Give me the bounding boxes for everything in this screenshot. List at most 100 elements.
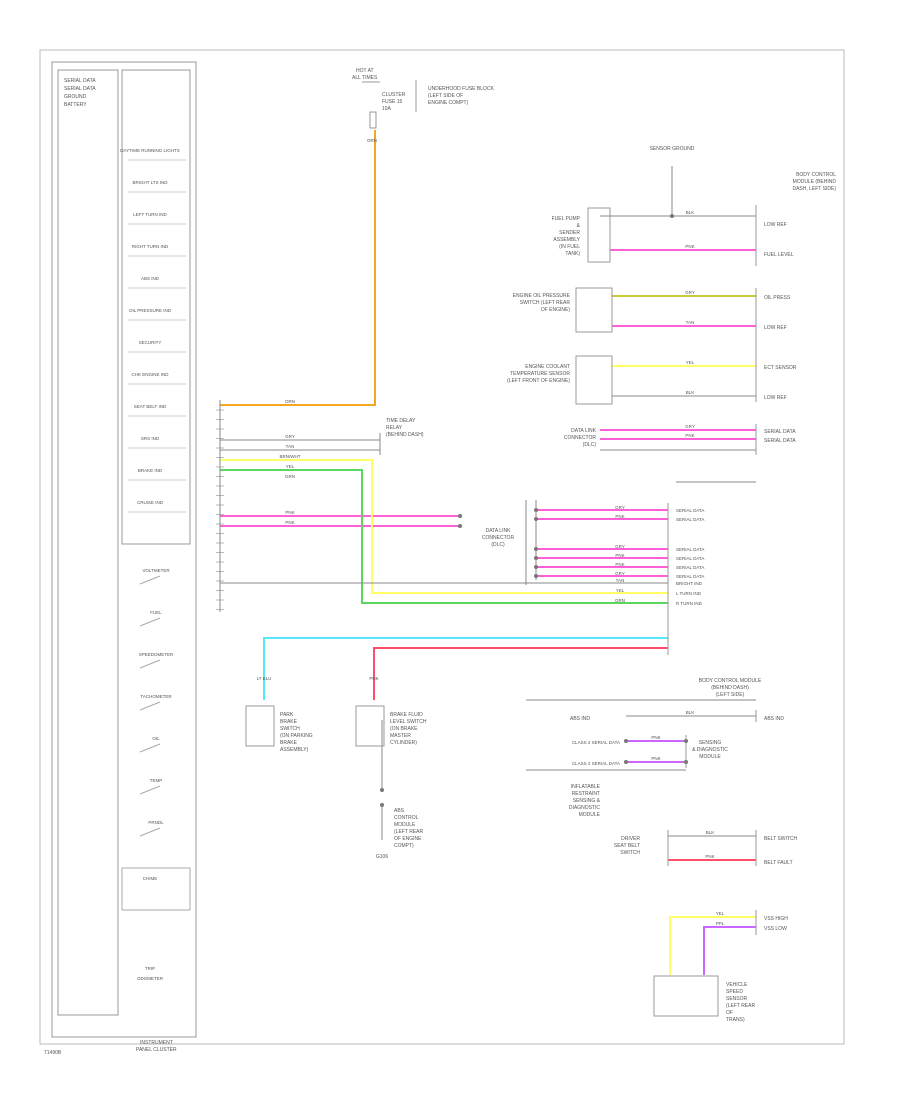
- wire-color-label: PPL: [716, 921, 725, 926]
- wire-purple-vss: [703, 926, 756, 975]
- footer-title: INSTRUMENT: [140, 1040, 173, 1046]
- fuel-sender-box: [587, 207, 611, 263]
- restraint-label: INFLATABLE: [571, 784, 601, 790]
- gauge-needle: [139, 827, 161, 837]
- brake-fluid-label: BRAKE FLUID: [390, 712, 423, 718]
- abs-ind-left: ABS IND: [570, 716, 590, 722]
- fuel-sender-label: TANK): [565, 251, 580, 257]
- relay-label: TIME DELAY: [386, 418, 416, 424]
- gauge-needle: [139, 617, 161, 627]
- park-brake-label: (ON PARKING: [280, 733, 313, 739]
- splice-pin: SERIAL DATA: [676, 556, 704, 561]
- cluster-gauge-list: VOLTMETERFUELSPEEDOMETERTACHOMETEROILTEM…: [137, 568, 174, 981]
- wire-color-label: PNK: [615, 562, 624, 567]
- fuse-box-text: ENGINE COMPT): [428, 100, 469, 106]
- bcm-pin: LOW REF: [764, 222, 787, 228]
- bcm-label: (LEFT SIDE): [716, 692, 745, 698]
- ect-label: ENGINE COOLANT: [525, 364, 570, 370]
- wire-color-label: GRY: [285, 434, 295, 439]
- top-fuse-block: HOT AT ALL TIMES CLUSTER FUSE 15 10A UND…: [352, 68, 495, 129]
- splice-pin: SERIAL DATA: [676, 565, 704, 570]
- belt-label: SEAT BELT: [614, 843, 640, 849]
- wire-color-label: GRY: [685, 290, 695, 295]
- wire-color-label: PNK: [369, 676, 378, 681]
- cluster-gauge-label: FUEL: [150, 610, 162, 615]
- splice-pin: BRIGHT IND: [676, 581, 703, 586]
- connector-dot: [380, 803, 384, 807]
- sdm-label: SENSING: [699, 740, 722, 746]
- bcm-pin: FUEL LEVEL: [764, 252, 794, 258]
- bcm-pin: LOW REF: [764, 395, 787, 401]
- connector-dot: [534, 556, 538, 560]
- wire-color-label: BRN/WHT: [280, 454, 301, 459]
- fuse-box-text: (LEFT SIDE OF: [428, 93, 463, 99]
- ect-box: [575, 355, 613, 405]
- relay-label: RELAY: [386, 425, 403, 431]
- wire-color-label: PNK: [651, 756, 660, 761]
- abs-module-label: MODULE: [394, 822, 416, 828]
- cluster-indicator-label: DAYTIME RUNNING LIGHTS: [120, 148, 179, 153]
- wire-color-label: PNK: [651, 735, 660, 740]
- bcm-label: (BEHIND DASH): [711, 685, 749, 691]
- fuel-sender-label: ASSEMBLY: [553, 237, 580, 243]
- wire-color-label: BLK: [706, 830, 715, 835]
- cluster-indicator-label: BRIGHT LTS IND: [132, 180, 168, 185]
- cluster-indicator-label: RIGHT TURN IND: [132, 244, 169, 249]
- cluster-gauge-label: OIL: [152, 736, 160, 741]
- restraint-label: RESTRAINT: [572, 791, 600, 797]
- connector-dot: [534, 517, 538, 521]
- brake-fluid-label: (ON BRAKE: [390, 726, 418, 732]
- cluster-header-line: SERIAL DATA: [64, 86, 96, 92]
- dlc-label: DATA LINK: [486, 528, 511, 534]
- connector-dot: [684, 760, 688, 764]
- splice-pin: SERIAL DATA: [676, 517, 704, 522]
- cluster-indicator-label: SRS IND: [141, 436, 160, 441]
- cluster-gauge-label: SPEEDOMETER: [139, 652, 174, 657]
- fuse-box-text: UNDERHOOD FUSE BLOCK: [428, 86, 495, 92]
- oil-switch-box: [575, 287, 613, 333]
- cluster-outer: [51, 61, 197, 1038]
- fuel-sender-label: FUEL PUMP: [552, 216, 581, 222]
- cluster-gauge-label: PRNDL: [148, 820, 164, 825]
- gauge-needle: [139, 575, 161, 585]
- park-brake-label: PARK: [280, 712, 294, 718]
- restraint-label: SENSING &: [573, 798, 601, 804]
- wire-color-label: TAN: [616, 578, 625, 583]
- splice-pin: SERIAL DATA: [676, 547, 704, 552]
- footer-title: PANEL CLUSTER: [136, 1047, 177, 1053]
- diagram-frame: [39, 49, 845, 1045]
- vss-label: SENSOR: [726, 996, 748, 1002]
- dlc-label: CONNECTOR: [482, 535, 515, 541]
- cluster-inner-left: [57, 69, 119, 1016]
- cluster-bottom-label: CHIME: [143, 876, 158, 881]
- bcm-label: DASH, LEFT SIDE): [792, 186, 836, 192]
- connector-dot: [624, 739, 628, 743]
- wire-color-label: PNK: [615, 514, 624, 519]
- vss-label: OF: [726, 1010, 733, 1016]
- splice-pin: SERIAL DATA: [676, 574, 704, 579]
- gauge-needle: [139, 701, 161, 711]
- cluster-indicator-label: SEAT BELT IND: [134, 404, 167, 409]
- connector-dot: [458, 514, 462, 518]
- ect-label: TEMPERATURE SENSOR: [510, 371, 570, 377]
- abs-module-label: OF ENGINE: [394, 836, 422, 842]
- ect-label: (LEFT FRONT OF ENGINE): [507, 378, 570, 384]
- wire-color-label: PNK: [285, 510, 294, 515]
- wire-cyan: [263, 637, 668, 700]
- cluster-indicator-label: SECURITY: [139, 340, 162, 345]
- wire-color-label: GRY: [685, 424, 695, 429]
- cluster-indicator-label: BRAKE IND: [138, 468, 163, 473]
- wires: [220, 130, 756, 975]
- connector-dot: [534, 508, 538, 512]
- connector-dot: [670, 214, 674, 218]
- sdm-pin: CLASS 2 SERIAL DATA: [572, 740, 620, 745]
- oil-switch-label: ENGINE OIL PRESSURE: [513, 293, 571, 299]
- wire-color-label: BLK: [686, 210, 695, 215]
- brake-fluid-switch: [355, 705, 385, 747]
- dlc-label: DATA LINK: [571, 428, 596, 434]
- bcm-label: BODY CONTROL: [796, 172, 836, 178]
- fuse-symbol: [369, 111, 377, 129]
- hot-label: ALL TIMES: [352, 75, 378, 81]
- wire-color-label: PNK: [705, 854, 714, 859]
